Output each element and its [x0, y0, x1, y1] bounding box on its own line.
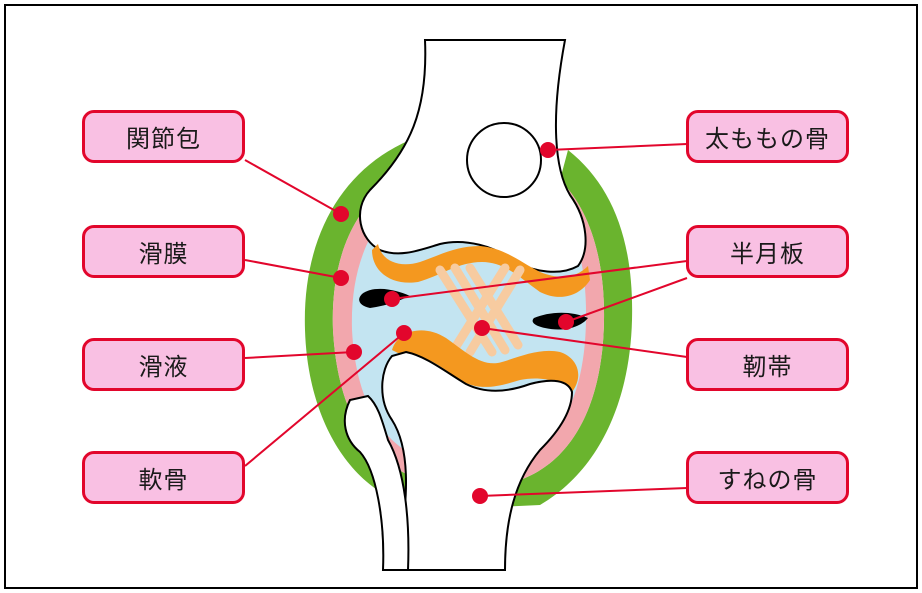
tibia-cartilage-shape: [392, 330, 579, 392]
dot-meniscus-right: [558, 314, 574, 330]
label-tibia-text: すねの骨: [717, 466, 818, 494]
label-tibia: すねの骨: [686, 451, 849, 504]
label-cartilage-text: 軟骨: [138, 466, 189, 494]
label-meniscus: 半月板: [686, 225, 849, 278]
dot-tibia: [472, 488, 488, 504]
dot-cartilage: [396, 325, 412, 341]
marker-dots: [333, 142, 574, 504]
label-synovial-fluid: 滑液: [82, 338, 245, 391]
label-synovial-membrane: 滑膜: [82, 225, 245, 278]
label-synovial-fluid-text: 滑液: [138, 353, 189, 381]
dot-synovial-membrane: [333, 270, 349, 286]
label-joint-capsule: 関節包: [82, 110, 245, 163]
label-ligament-text: 靭帯: [742, 353, 793, 381]
label-joint-capsule-text: 関節包: [126, 125, 201, 153]
label-cartilage: 軟骨: [82, 451, 245, 504]
fibula-bone-shape: [343, 394, 410, 571]
dot-ligament: [474, 320, 490, 336]
femur-cartilage-shape: [372, 244, 590, 297]
label-ligament: 靭帯: [686, 338, 849, 391]
dot-joint-capsule: [333, 206, 349, 222]
patella-shape: [466, 122, 542, 198]
dot-femur: [540, 142, 556, 158]
label-femur-text: 太ももの骨: [705, 125, 830, 153]
label-femur: 太ももの骨: [686, 110, 849, 163]
dot-synovial-fluid: [346, 344, 362, 360]
tibia-bone-shape: [381, 350, 574, 571]
label-synovial-membrane-text: 滑膜: [138, 240, 189, 268]
label-meniscus-text: 半月板: [730, 240, 805, 268]
leader-lines: [244, 143, 688, 497]
dot-meniscus-left: [384, 291, 400, 307]
